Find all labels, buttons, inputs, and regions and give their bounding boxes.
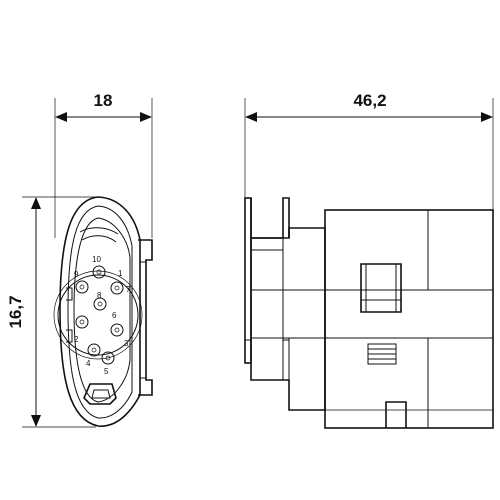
front-bottom-latch — [83, 383, 117, 405]
side-coupling-nut — [250, 227, 326, 411]
front-outer-body — [59, 196, 141, 427]
side-main-housing — [324, 209, 494, 429]
contact-pin — [93, 297, 107, 311]
contact-pins — [75, 265, 124, 365]
contact-pin — [110, 323, 124, 337]
front-width-dimension: 18 — [54, 91, 153, 238]
front-locking-tab — [138, 239, 153, 396]
side-release-button — [385, 401, 407, 428]
contact-pin — [87, 343, 101, 357]
pin-labels: 10 9 1 7 8 6 2 3 4 5 — [74, 255, 131, 376]
connector-front-view: 10 9 1 7 8 6 2 3 4 5 — [53, 196, 153, 427]
pin-label: 8 — [97, 291, 102, 300]
pin-label: 1 — [118, 269, 123, 278]
side-grip-ribs — [367, 343, 397, 365]
contact-pin — [101, 351, 115, 365]
pin-label: 9 — [74, 270, 79, 279]
pin-label: 4 — [86, 359, 91, 368]
pin-label: 6 — [112, 311, 117, 320]
side-latch — [360, 263, 402, 313]
pin-label: 10 — [92, 255, 101, 264]
front-width-label: 18 — [94, 91, 113, 110]
pin-label: 3 — [124, 339, 129, 348]
front-inner-body — [67, 205, 133, 419]
side-length-label: 46,2 — [353, 91, 386, 110]
contact-pin — [75, 280, 89, 294]
front-height-dimension: 16,7 — [6, 196, 96, 428]
front-coupling-ring — [73, 217, 131, 403]
side-flange — [244, 197, 252, 364]
contact-pin — [110, 281, 124, 295]
connector-side-view — [244, 197, 494, 429]
contact-pin — [92, 265, 106, 279]
pin-label: 7 — [126, 285, 131, 294]
side-length-dimension: 46,2 — [244, 91, 494, 210]
pin-label: 2 — [74, 335, 79, 344]
front-height-label: 16,7 — [6, 295, 25, 328]
contact-pin — [75, 315, 89, 329]
pin-label: 5 — [104, 367, 109, 376]
